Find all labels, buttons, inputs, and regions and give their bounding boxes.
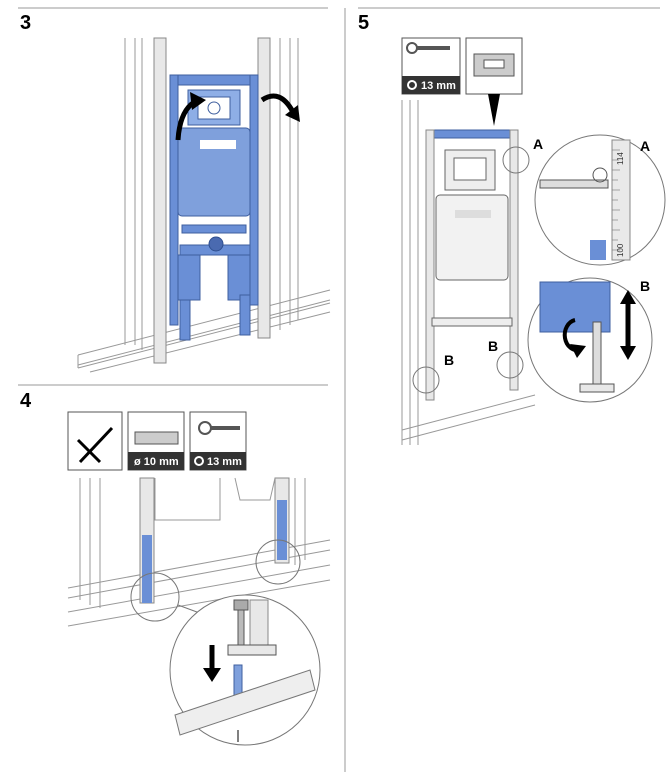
callout-a-main: A (533, 136, 544, 152)
wrench-size-label-step4: 13 mm (207, 456, 242, 468)
callout-b-right: B (488, 338, 499, 354)
step4-tools (67, 411, 247, 471)
wrench-size-label-step5: 13 mm (421, 80, 456, 92)
step-5-number: 5 (358, 12, 370, 34)
step5-tools (401, 37, 523, 126)
step5-illustration (401, 100, 666, 445)
step4-illustration (67, 477, 331, 746)
step3-illustration (77, 37, 331, 373)
step-3-number: 3 (20, 12, 32, 34)
callout-b-detail: B (640, 278, 651, 294)
step-4-number: 4 (20, 390, 32, 412)
callout-a-detail: A (640, 138, 651, 154)
detail-circle-a (534, 134, 666, 266)
callout-b-left: B (444, 352, 455, 368)
ruler-bottom-value: 100 (616, 243, 625, 257)
ruler-top-value: 114 (616, 152, 625, 165)
drill-size-label: ø 10 mm (134, 456, 179, 468)
